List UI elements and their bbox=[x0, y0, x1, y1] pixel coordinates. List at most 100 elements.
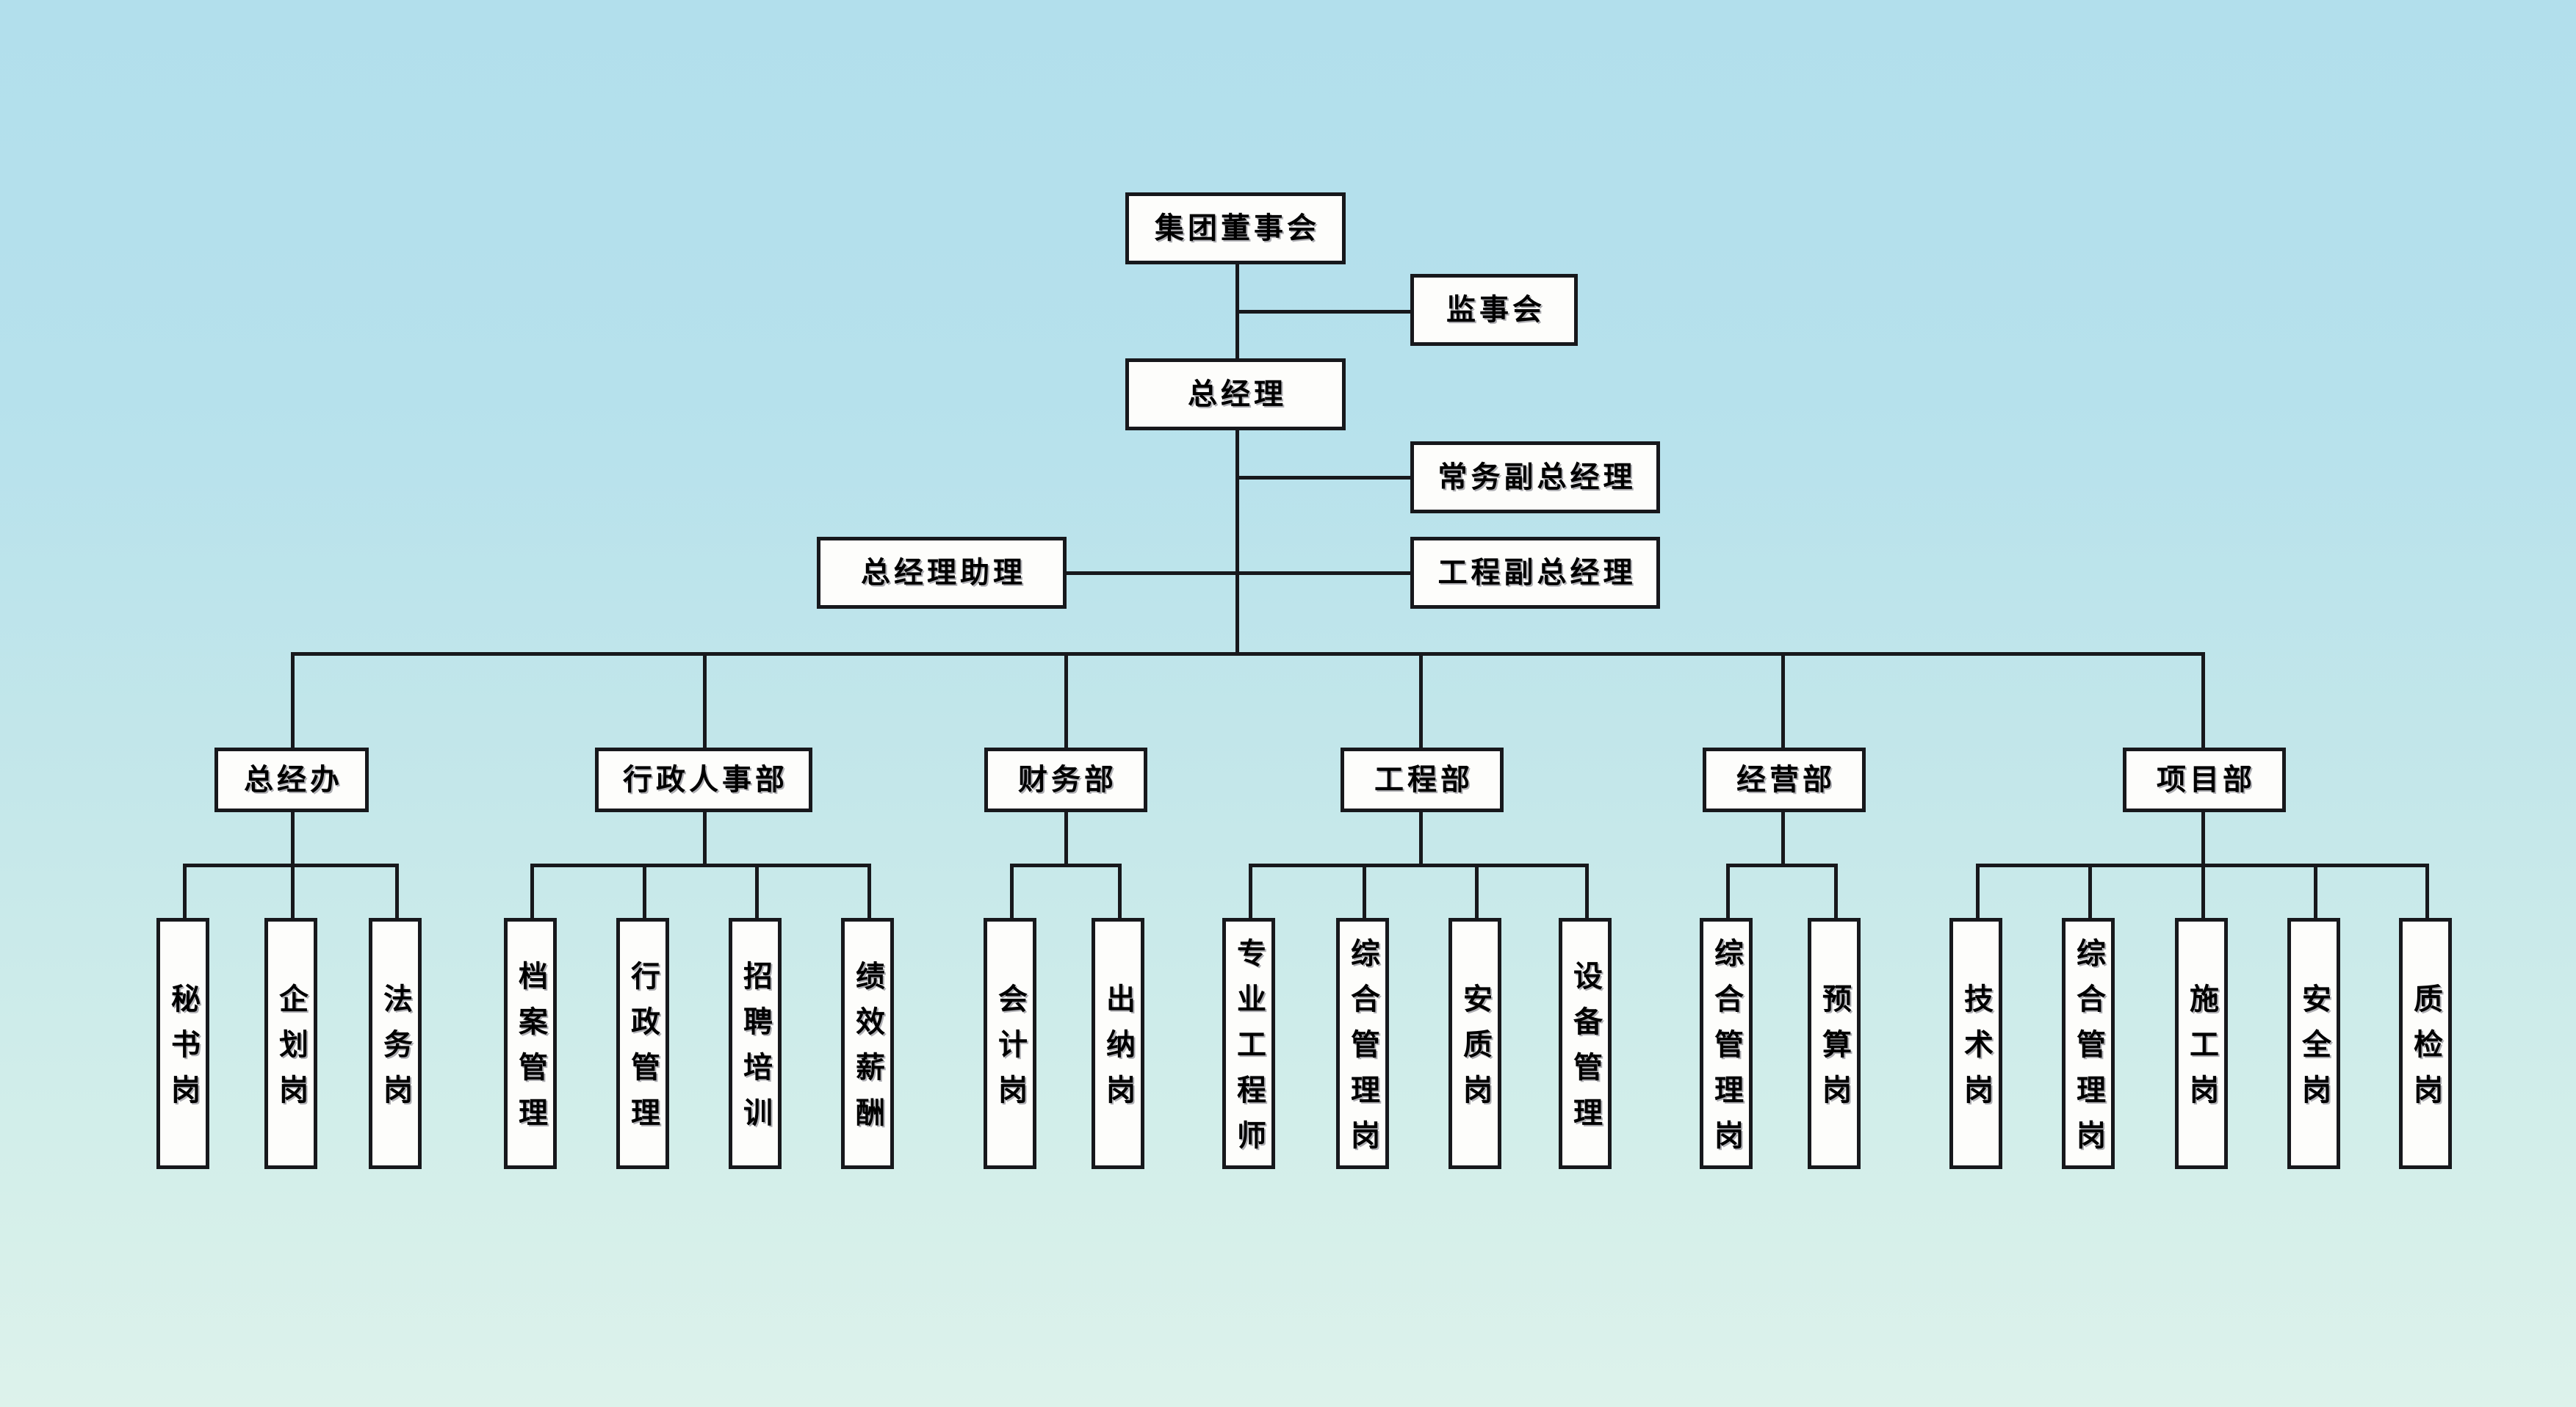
connector-to-engineer bbox=[1249, 864, 1252, 919]
position-secretary-label: 秘书岗 bbox=[167, 983, 200, 1120]
connector-to-planning bbox=[291, 864, 295, 919]
dept-engineering-label: 工程部 bbox=[1374, 763, 1473, 796]
connector-board-to-gm bbox=[1235, 264, 1239, 372]
node-board-label: 集团董事会 bbox=[1155, 211, 1320, 245]
connector-gm-stem-to-supervisory bbox=[1235, 310, 1412, 314]
connector-to-quality bbox=[2425, 864, 2429, 919]
position-ops-general-management-label: 综合管理岗 bbox=[1710, 938, 1743, 1165]
dept-gm-office-label: 总经办 bbox=[244, 763, 343, 796]
position-performance-salary-label: 绩效薪酬 bbox=[851, 961, 884, 1143]
node-eng-vice-gm[interactable]: 工程副总经理 bbox=[1410, 537, 1660, 609]
connector-gm-to-exec-vgm bbox=[1235, 476, 1412, 480]
dept-admin-hr-label: 行政人事部 bbox=[623, 763, 788, 796]
sub-bus-engineering bbox=[1249, 864, 1589, 867]
connector-to-secretary bbox=[183, 864, 187, 919]
position-secretary[interactable]: 秘书岗 bbox=[156, 918, 209, 1169]
position-legal-label: 法务岗 bbox=[379, 983, 412, 1120]
dept-project[interactable]: 项目部 bbox=[2123, 748, 2286, 812]
dept-operations[interactable]: 经营部 bbox=[1703, 748, 1866, 812]
node-exec-vice-gm-label: 常务副总经理 bbox=[1437, 460, 1637, 493]
node-gm-assistant-label: 总经理助理 bbox=[861, 556, 1026, 589]
position-technical[interactable]: 技术岗 bbox=[1949, 918, 2002, 1169]
position-eng-general-management[interactable]: 综合管理岗 bbox=[1336, 918, 1389, 1169]
position-professional-engineer[interactable]: 专业工程师 bbox=[1222, 918, 1275, 1169]
connector-to-accounting bbox=[1010, 864, 1014, 919]
position-safety-label: 安全岗 bbox=[2298, 983, 2331, 1120]
department-bus bbox=[291, 652, 2205, 656]
node-supervisory-label: 监事会 bbox=[1446, 293, 1545, 326]
position-safety-quality[interactable]: 安质岗 bbox=[1448, 918, 1501, 1169]
position-recruit-training[interactable]: 招聘培训 bbox=[729, 918, 782, 1169]
sub-bus-admin-hr bbox=[530, 864, 870, 867]
node-supervisory[interactable]: 监事会 bbox=[1410, 274, 1578, 346]
position-equipment-management-label: 设备管理 bbox=[1569, 961, 1602, 1143]
connector-to-cashier bbox=[1118, 864, 1122, 919]
connector-to-construction bbox=[2201, 864, 2205, 919]
position-quality-inspection-label: 质检岗 bbox=[2409, 983, 2442, 1120]
position-admin-management[interactable]: 行政管理 bbox=[616, 918, 669, 1169]
connector-gm-office-stem bbox=[291, 812, 295, 867]
sub-bus-operations bbox=[1726, 864, 1838, 867]
sub-bus-finance bbox=[1010, 864, 1122, 867]
connector-to-ops-general bbox=[1726, 864, 1730, 919]
dept-finance[interactable]: 财务部 bbox=[984, 748, 1147, 812]
connector-to-eng-general bbox=[1363, 864, 1366, 919]
connector-finance-stem bbox=[1064, 812, 1068, 867]
connector-bus-to-operations bbox=[1781, 652, 1785, 748]
position-cashier-label: 出纳岗 bbox=[1102, 983, 1135, 1120]
node-general-manager[interactable]: 总经理 bbox=[1125, 358, 1346, 430]
position-proj-general-management-label: 综合管理岗 bbox=[2072, 938, 2105, 1165]
connector-to-performance bbox=[867, 864, 871, 919]
dept-project-label: 项目部 bbox=[2157, 763, 2256, 796]
position-archive-management[interactable]: 档案管理 bbox=[504, 918, 557, 1169]
position-budget-label: 预算岗 bbox=[1818, 983, 1851, 1120]
position-safety[interactable]: 安全岗 bbox=[2287, 918, 2340, 1169]
connector-to-technical bbox=[1976, 864, 1980, 919]
dept-admin-hr[interactable]: 行政人事部 bbox=[595, 748, 812, 812]
connector-bus-to-finance bbox=[1064, 652, 1068, 748]
connector-bus-to-gm-office bbox=[291, 652, 295, 748]
dept-engineering[interactable]: 工程部 bbox=[1341, 748, 1504, 812]
connector-to-safety-quality bbox=[1475, 864, 1479, 919]
position-accounting-label: 会计岗 bbox=[994, 983, 1027, 1120]
position-safety-quality-label: 安质岗 bbox=[1459, 983, 1492, 1120]
position-equipment-management[interactable]: 设备管理 bbox=[1559, 918, 1612, 1169]
position-construction[interactable]: 施工岗 bbox=[2175, 918, 2228, 1169]
connector-to-recruit bbox=[755, 864, 759, 919]
position-eng-general-management-label: 综合管理岗 bbox=[1346, 938, 1379, 1165]
position-professional-engineer-label: 专业工程师 bbox=[1233, 938, 1266, 1165]
node-eng-vice-gm-label: 工程副总经理 bbox=[1437, 556, 1637, 589]
position-admin-management-label: 行政管理 bbox=[627, 961, 660, 1143]
position-planning[interactable]: 企划岗 bbox=[264, 918, 317, 1169]
position-legal[interactable]: 法务岗 bbox=[369, 918, 422, 1169]
connector-to-proj-general bbox=[2088, 864, 2092, 919]
position-cashier[interactable]: 出纳岗 bbox=[1092, 918, 1144, 1169]
connector-project-stem bbox=[2201, 812, 2205, 867]
dept-gm-office[interactable]: 总经办 bbox=[214, 748, 369, 812]
position-proj-general-management[interactable]: 综合管理岗 bbox=[2062, 918, 2115, 1169]
position-archive-management-label: 档案管理 bbox=[514, 961, 547, 1143]
connector-to-budget bbox=[1834, 864, 1838, 919]
node-board[interactable]: 集团董事会 bbox=[1125, 192, 1346, 264]
position-accounting[interactable]: 会计岗 bbox=[984, 918, 1036, 1169]
position-budget[interactable]: 预算岗 bbox=[1808, 918, 1861, 1169]
node-general-manager-label: 总经理 bbox=[1188, 377, 1287, 410]
connector-gm-to-bus bbox=[1235, 430, 1239, 654]
node-exec-vice-gm[interactable]: 常务副总经理 bbox=[1410, 441, 1660, 513]
position-quality-inspection[interactable]: 质检岗 bbox=[2399, 918, 2452, 1169]
node-gm-assistant[interactable]: 总经理助理 bbox=[817, 537, 1067, 609]
connector-bus-to-project bbox=[2201, 652, 2205, 748]
dept-finance-label: 财务部 bbox=[1018, 763, 1117, 796]
position-ops-general-management[interactable]: 综合管理岗 bbox=[1700, 918, 1753, 1169]
dept-operations-label: 经营部 bbox=[1736, 763, 1836, 796]
connector-bus-to-admin-hr bbox=[703, 652, 707, 748]
position-performance-salary[interactable]: 绩效薪酬 bbox=[841, 918, 894, 1169]
connector-engineering-stem bbox=[1419, 812, 1423, 867]
connector-operations-stem bbox=[1781, 812, 1785, 867]
connector-admin-hr-stem bbox=[703, 812, 707, 867]
position-recruit-training-label: 招聘培训 bbox=[739, 961, 772, 1143]
position-technical-label: 技术岗 bbox=[1960, 983, 1993, 1120]
connector-to-equipment bbox=[1585, 864, 1589, 919]
connector-to-archive bbox=[530, 864, 534, 919]
